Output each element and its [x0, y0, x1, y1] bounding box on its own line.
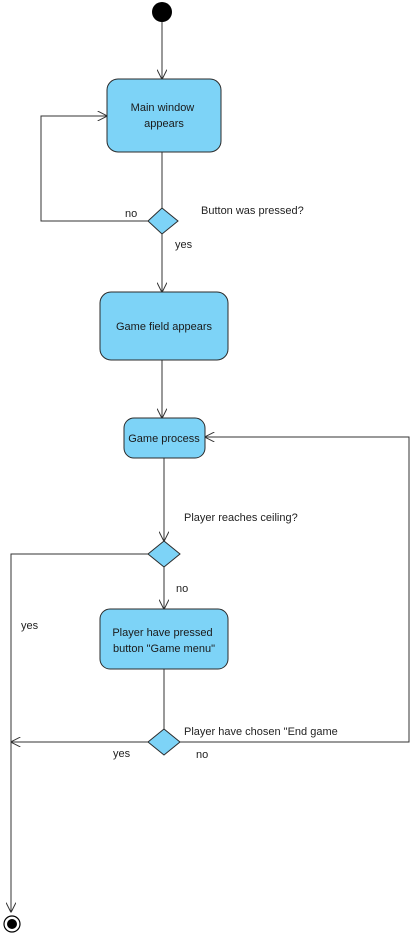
- start-node: [152, 2, 172, 22]
- svg-text:Main window appears: Main window appears: [131, 102, 198, 130]
- node-game-process-shape: [123, 417, 206, 459]
- svg-text:Player have pressed butt: Player have pressed button "Game menu": [112, 627, 215, 655]
- edges: [11, 22, 410, 912]
- edge-decision3-no-to-game-process: [180, 437, 410, 743]
- decision-button-pressed-question: Button was pressed?: [201, 205, 304, 217]
- node-game-menu-label-1: Player have pressed: [112, 627, 212, 639]
- node-game-menu-label-2: button "Game menu": [113, 643, 215, 655]
- decision-end-game: [147, 728, 181, 756]
- decision-end-game-yes-label: yes: [113, 748, 131, 760]
- decision-reaches-ceiling-question: Player reaches ceiling?: [184, 512, 298, 524]
- node-game-field-label: Game field appears: [116, 321, 212, 333]
- edge-decision2-yes-to-end: [11, 553, 148, 912]
- decision-reaches-ceiling-yes-label: yes: [21, 620, 39, 632]
- decision-button-pressed-yes-label: yes: [175, 239, 193, 251]
- node-main-window: Main window appears: [106, 78, 222, 153]
- node-main-window-label-2: appears: [144, 118, 184, 130]
- edge-decision1-no-loop: [40, 116, 148, 222]
- decision-button-pressed-no-label: no: [125, 208, 137, 220]
- node-game-menu-shape: [99, 608, 229, 670]
- decision-reaches-ceiling-no-label: no: [176, 583, 188, 595]
- node-game-process-label: Game process: [128, 433, 200, 445]
- decision-button-pressed: [147, 207, 179, 235]
- node-main-window-label-1: Main window: [131, 102, 195, 114]
- node-game-field: Game field appears: [99, 291, 229, 361]
- decision-end-game-no-label: no: [196, 749, 208, 761]
- decision-end-game-question: Player have chosen "End game: [184, 726, 338, 738]
- end-node: [3, 915, 21, 933]
- node-game-field-shape: [99, 291, 229, 361]
- node-game-menu: Player have pressed button "Game menu": [99, 608, 229, 670]
- node-main-window-shape: [106, 78, 222, 153]
- node-game-process: Game process: [123, 417, 206, 459]
- decision-reaches-ceiling: [147, 540, 181, 568]
